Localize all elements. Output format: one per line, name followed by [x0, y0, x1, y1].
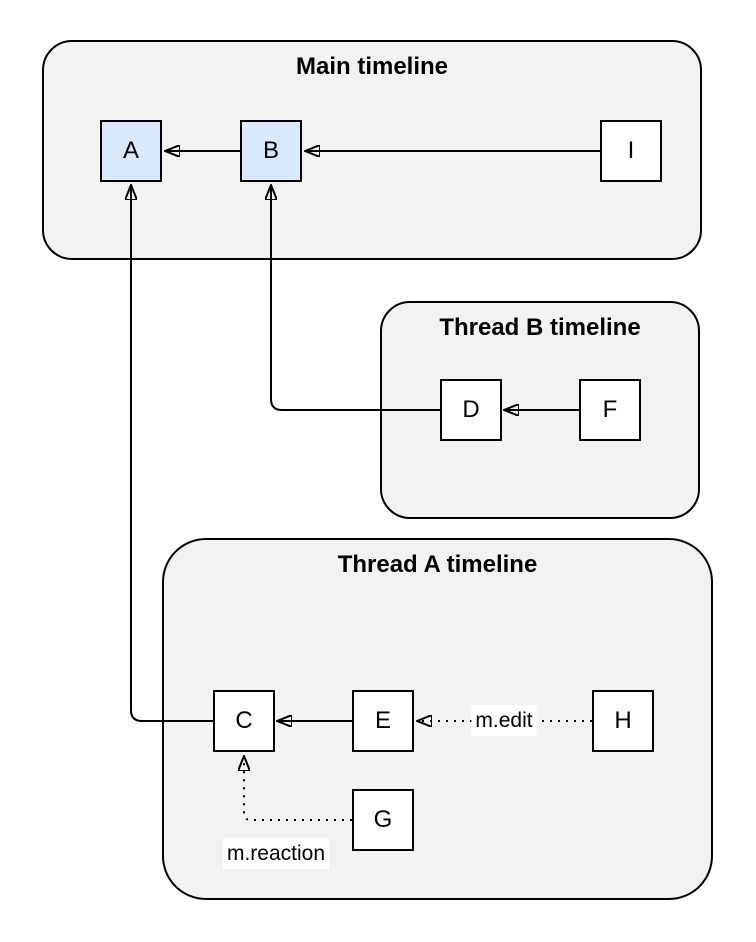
node-h-label: H [614, 707, 632, 734]
node-e: E [352, 690, 414, 752]
edge-label-m-edit: m.edit [471, 705, 537, 736]
edge-c-to-a [131, 186, 213, 722]
node-c-label: C [235, 707, 253, 734]
node-i-label: I [627, 137, 635, 164]
thread-a-timeline-title: Thread A timeline [337, 551, 538, 578]
node-a: A [100, 120, 162, 182]
thread-b-timeline-title: Thread B timeline [439, 314, 641, 341]
node-h: H [592, 690, 654, 752]
node-i: I [600, 120, 662, 182]
node-b: B [240, 120, 302, 182]
node-f: F [579, 379, 641, 441]
node-f-label: F [602, 396, 618, 423]
main-timeline-title: Main timeline [295, 53, 449, 80]
node-e-label: E [374, 707, 391, 734]
edge-g-to-c [244, 757, 352, 821]
node-d-label: D [462, 396, 480, 423]
node-b-label: B [262, 137, 279, 164]
node-d: D [440, 379, 502, 441]
node-a-label: A [122, 137, 139, 164]
edge-d-to-b [271, 186, 440, 411]
node-c: C [213, 690, 275, 752]
edge-label-m-reaction: m.reaction [222, 838, 330, 869]
node-g-label: G [373, 806, 393, 833]
node-g: G [352, 789, 414, 851]
